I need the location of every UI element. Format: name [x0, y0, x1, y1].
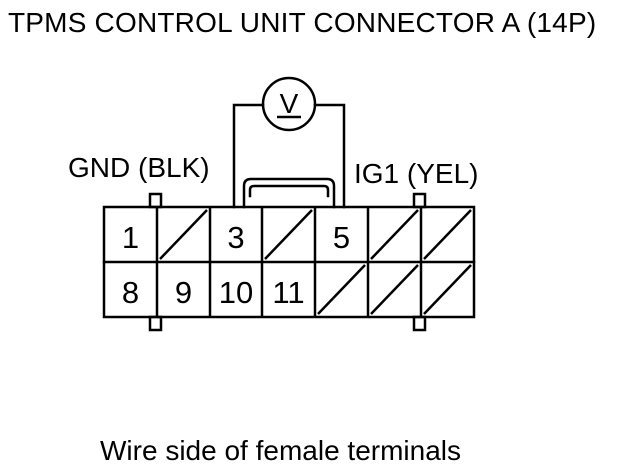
diagram-caption: Wire side of female terminals [100, 435, 462, 466]
top-row-blank-cell-4 [264, 209, 313, 260]
connector-tab-bottom-right [412, 315, 427, 332]
connector-tab-bottom-left [148, 315, 163, 332]
test-lead-negative [232, 103, 265, 209]
connector-tab-top-left [148, 192, 163, 209]
top-row-blank-cell-2 [159, 209, 208, 260]
gnd-label: GND (BLK) [68, 152, 210, 183]
terminal-5-label: 5 [333, 220, 350, 255]
connector-cells: 1 3 5 8 9 10 11 [122, 207, 472, 317]
connector-tab-top-right [412, 192, 427, 209]
bottom-row-blank-cell-7 [423, 264, 472, 315]
terminal-1-label: 1 [122, 220, 139, 255]
voltmeter-icon [261, 76, 317, 132]
terminal-8-label: 8 [122, 275, 139, 310]
test-lead-positive [313, 103, 346, 209]
top-row-blank-cell-7 [423, 209, 472, 260]
voltmeter-letter: V [280, 88, 299, 119]
top-row-blank-cell-6 [370, 209, 419, 260]
bottom-row-blank-cell-6 [370, 264, 419, 315]
bottom-row-blank-cell-5 [317, 264, 366, 315]
terminal-9-label: 9 [175, 275, 192, 310]
voltmeter-symbol: V [277, 88, 301, 119]
ig1-label: IG1 (YEL) [354, 158, 479, 189]
probe-clip-inner [248, 184, 330, 198]
terminal-3-label: 3 [227, 220, 244, 255]
terminal-11-label: 11 [272, 275, 304, 310]
diagram-title: TPMS CONTROL UNIT CONNECTOR A (14P) [8, 7, 597, 38]
probe-clip [242, 177, 336, 209]
terminal-10-label: 10 [219, 275, 253, 310]
